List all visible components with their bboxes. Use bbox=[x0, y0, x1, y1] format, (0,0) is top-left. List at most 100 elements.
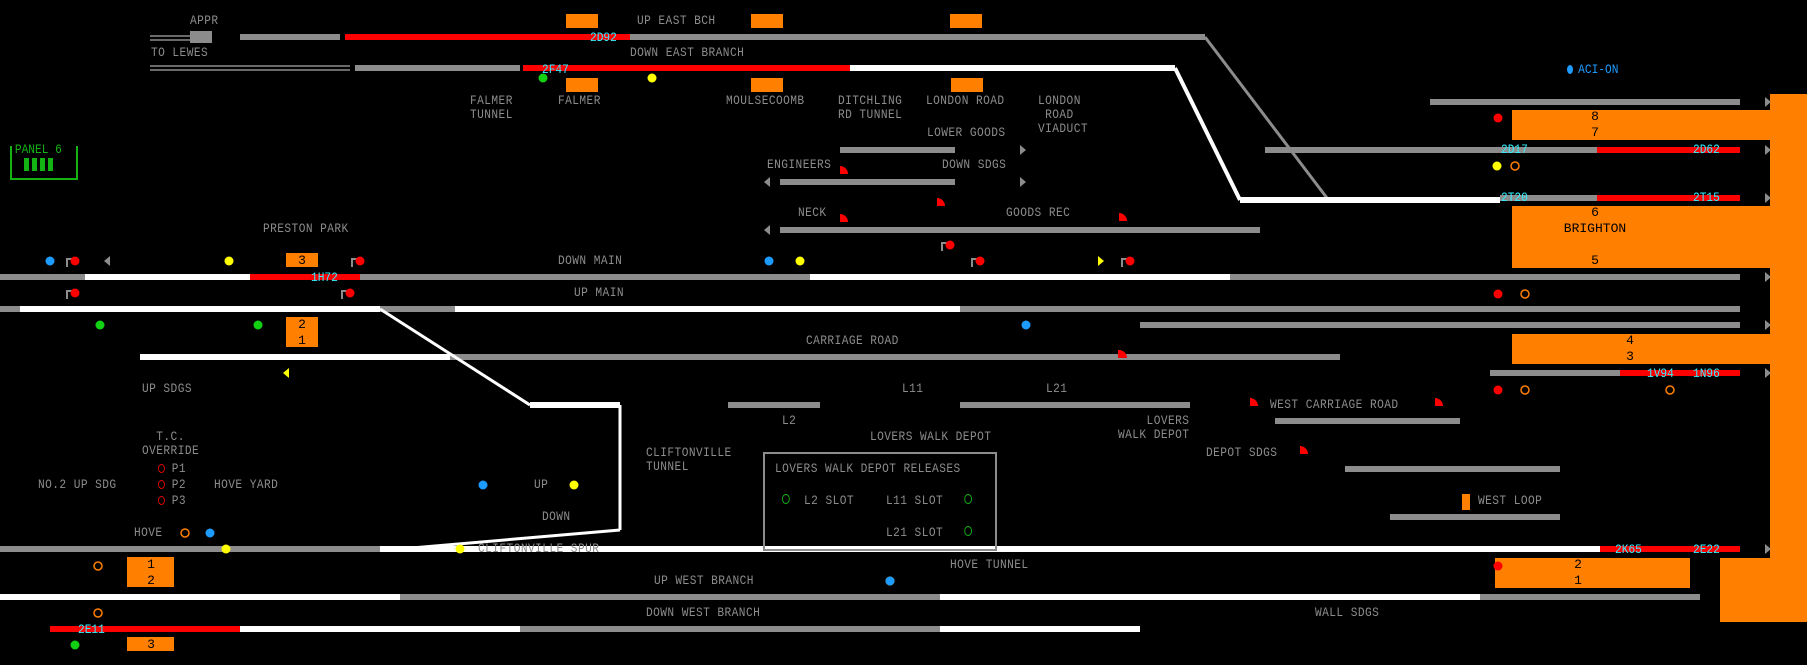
tc-override-p2[interactable]: P2 bbox=[158, 478, 186, 492]
brighton-platform-2-1 bbox=[1495, 558, 1690, 588]
td-2k65[interactable]: 2K65 bbox=[1615, 542, 1642, 557]
label-carriage-road: CARRIAGE ROAD bbox=[806, 333, 899, 348]
brighton-platform-4-3 bbox=[1512, 334, 1772, 364]
platform-2-label: 2 bbox=[1574, 557, 1582, 572]
aci-indicator[interactable]: ACI-ON bbox=[1567, 62, 1618, 77]
shunt-signal-icon bbox=[1435, 398, 1443, 406]
td-2f47[interactable]: 2F47 bbox=[542, 62, 569, 77]
indicator-ring-icon bbox=[93, 608, 103, 618]
direction-arrow-icon bbox=[1765, 272, 1771, 282]
signal-aspect-icon bbox=[45, 256, 55, 266]
direction-arrow-icon bbox=[104, 256, 110, 266]
signal-aspect-icon bbox=[95, 320, 105, 330]
hove-platform-1: 1 bbox=[147, 557, 155, 572]
label-falmer: FALMER bbox=[558, 93, 601, 108]
brighton-concourse bbox=[1770, 94, 1807, 622]
track-layer bbox=[0, 34, 1740, 632]
label-west-loop: WEST LOOP bbox=[1478, 493, 1543, 508]
signal-aspect-icon bbox=[569, 480, 579, 490]
direction-arrow-icon bbox=[1765, 544, 1771, 554]
td-2d62[interactable]: 2D62 bbox=[1693, 142, 1720, 157]
panel-indicator-box[interactable] bbox=[10, 146, 78, 180]
signal-aspect-icon bbox=[70, 640, 80, 650]
track-section bbox=[399, 528, 621, 551]
station-platform-box bbox=[950, 14, 982, 28]
signal-aspect-icon bbox=[1021, 320, 1031, 330]
label-down-west-branch: DOWN WEST BRANCH bbox=[646, 605, 761, 620]
td-2t20[interactable]: 2T20 bbox=[1501, 190, 1528, 205]
preston-park-platform-3-box bbox=[286, 253, 318, 267]
label-up-sdgs: UP SDGS bbox=[142, 381, 192, 396]
td-2e11[interactable]: 2E11 bbox=[78, 622, 105, 637]
label-no2-up-sdg: NO.2 UP SDG bbox=[38, 477, 117, 492]
platform-3-label: 3 bbox=[1626, 349, 1634, 364]
hove-platform-2: 2 bbox=[147, 573, 155, 588]
release-slot-l21[interactable]: L21 SLOT bbox=[886, 526, 973, 540]
direction-arrow-icon bbox=[1765, 145, 1771, 155]
direction-arrow-icon bbox=[764, 177, 770, 187]
signal-aspect-icon bbox=[253, 320, 263, 330]
lovers-walk-releases-box bbox=[763, 452, 997, 551]
signal-aspect-icon bbox=[355, 256, 365, 266]
label-down-sdgs: DOWN SDGS bbox=[942, 157, 1007, 172]
west-loop-marker bbox=[1462, 494, 1470, 510]
direction-arrow-icon bbox=[1020, 145, 1026, 155]
label-engineers: ENGINEERS bbox=[767, 157, 832, 172]
track-section bbox=[379, 307, 531, 407]
td-1h72[interactable]: 1H72 bbox=[311, 270, 338, 285]
label-up: UP bbox=[534, 477, 549, 492]
signal-aspect-icon bbox=[70, 256, 80, 266]
preston-park-platform-1: 1 bbox=[298, 333, 306, 348]
releases-title: LOVERS WALK DEPOT RELEASES bbox=[775, 461, 961, 476]
label-falmer-tunnel: FALMER TUNNEL bbox=[470, 93, 513, 122]
signal-aspect-icon bbox=[538, 73, 548, 83]
direction-arrow-icon bbox=[764, 225, 770, 235]
label-down: DOWN bbox=[542, 509, 571, 524]
label-west-carriage-road: WEST CARRIAGE ROAD bbox=[1270, 397, 1399, 412]
td-2t15[interactable]: 2T15 bbox=[1693, 190, 1720, 205]
tc-override-p1[interactable]: P1 bbox=[158, 462, 186, 476]
tc-override-ring-icon bbox=[158, 496, 165, 506]
platform-6-label: 6 bbox=[1591, 205, 1599, 220]
label-hove-yard: HOVE YARD bbox=[214, 477, 279, 492]
shunt-signal-icon bbox=[1118, 350, 1126, 358]
brighton-concourse-lower bbox=[1720, 558, 1807, 622]
signal-aspect-icon bbox=[764, 256, 774, 266]
label-l2: L2 bbox=[782, 413, 797, 428]
indicator-ring-icon bbox=[180, 528, 190, 538]
brighton-platform-6-5 bbox=[1512, 206, 1772, 268]
preston-park-platform-2: 2 bbox=[298, 317, 306, 332]
label-cliftonville-spur: CLIFTONVILLE SPUR bbox=[478, 541, 600, 556]
td-2e22[interactable]: 2E22 bbox=[1693, 542, 1720, 557]
direction-arrow-icon bbox=[1098, 256, 1104, 266]
signal-aspect-icon bbox=[1493, 561, 1503, 571]
brighton-platform-8-7 bbox=[1512, 110, 1772, 140]
indicator-ring-icon bbox=[1520, 385, 1530, 395]
label-cliftonville-tunnel: CLIFTONVILLE TUNNEL bbox=[646, 445, 732, 474]
label-l21: L21 bbox=[1046, 381, 1068, 396]
signal-aspect-icon bbox=[1493, 289, 1503, 299]
station-platform-box bbox=[566, 78, 598, 92]
indicator-ring-icon bbox=[1665, 385, 1675, 395]
shunt-signal-icon bbox=[840, 214, 848, 222]
tc-override-p3[interactable]: P3 bbox=[158, 494, 186, 508]
label-preston-park: PRESTON PARK bbox=[263, 221, 349, 236]
release-slot-l2[interactable]: L2 SLOT bbox=[782, 494, 854, 508]
td-2d92[interactable]: 2D92 bbox=[590, 30, 617, 45]
direction-arrow-icon bbox=[1765, 368, 1771, 378]
td-1n96[interactable]: 1N96 bbox=[1693, 366, 1720, 381]
signal-aspect-icon bbox=[975, 256, 985, 266]
release-slot-l11[interactable]: L11 SLOT bbox=[886, 494, 973, 508]
label-appr: APPR bbox=[190, 13, 219, 28]
label-goods-rec: GOODS REC bbox=[1006, 205, 1071, 220]
signal-layer bbox=[45, 73, 1771, 650]
panel-indicator-label: PANEL 6 bbox=[14, 142, 63, 157]
td-1v94[interactable]: 1V94 bbox=[1647, 366, 1674, 381]
td-2d17[interactable]: 2D17 bbox=[1501, 142, 1528, 157]
slot-indicator-icon bbox=[964, 494, 973, 504]
platform-8-label: 8 bbox=[1591, 109, 1599, 124]
signal-aspect-icon bbox=[1492, 161, 1502, 171]
signal-aspect-icon bbox=[205, 528, 215, 538]
indicator-ring-icon bbox=[1520, 289, 1530, 299]
